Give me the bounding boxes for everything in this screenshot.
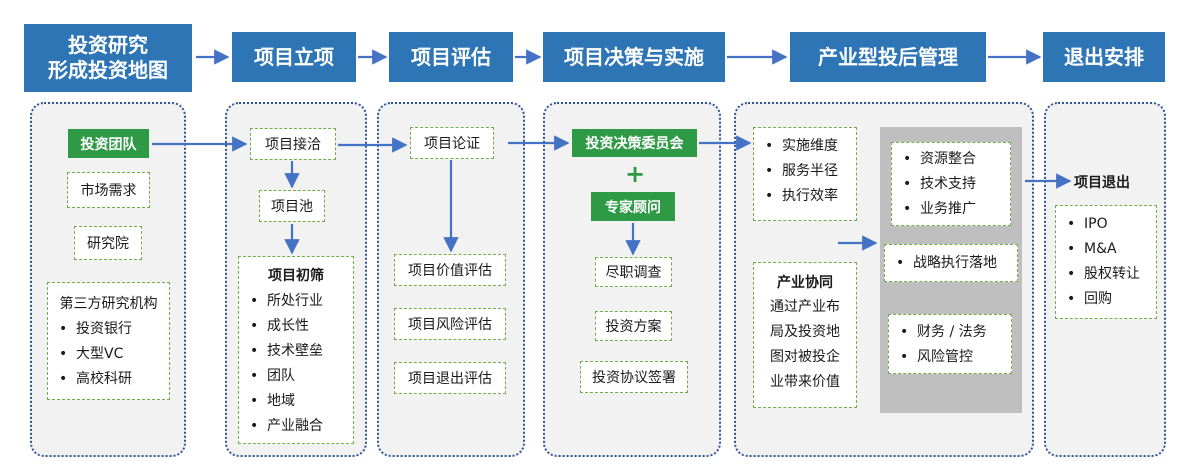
screening-item: 成长性 — [239, 314, 353, 339]
strategy-box: 战略执行落地 — [884, 244, 1018, 282]
implementation-dim-item: 执行效率 — [754, 184, 856, 209]
investment-team-box: 投资团队 — [68, 129, 149, 158]
research-institute-box: 研究院 — [74, 226, 142, 260]
finance-legal-box: 财务 / 法务 风险管控 — [888, 314, 1012, 374]
third-party-box: 第三方研究机构 投资银行 大型VC 高校科研 — [47, 282, 170, 400]
project-pool-box: 项目池 — [259, 190, 325, 222]
support-item: 业务推广 — [892, 197, 1010, 222]
third-party-item: 大型VC — [48, 342, 169, 367]
third-party-item: 高校科研 — [48, 367, 169, 392]
industry-synergy-title: 产业协同 — [777, 275, 833, 291]
industry-synergy-line: 通过产业布 — [770, 299, 840, 315]
screening-box: 项目初筛 所处行业 成长性 技术壁垒 团队 地域 产业融合 — [238, 256, 354, 444]
risk-assessment-box: 项目风险评估 — [394, 308, 506, 340]
plus-icon: + — [625, 160, 646, 188]
header-decision: 项目决策与实施 — [543, 32, 725, 82]
header-evaluation: 项目评估 — [389, 32, 513, 82]
project-exit-label: 项目退出 — [1074, 175, 1130, 191]
third-party-title: 第三方研究机构 — [59, 296, 158, 312]
screening-item: 团队 — [239, 364, 353, 389]
project-intake-box: 项目接洽 — [250, 128, 336, 160]
third-party-item: 投资银行 — [48, 317, 169, 342]
finance-item: 风险管控 — [889, 345, 1011, 370]
header-post-investment: 产业型投后管理 — [790, 32, 986, 82]
industry-synergy-line: 业带来价值 — [770, 374, 840, 390]
exit-option-item: M&A — [1056, 237, 1156, 262]
header-research-line1: 投资研究 — [68, 33, 148, 57]
industry-synergy-box: 产业协同 通过产业布 局及投资地 图对被投企 业带来价值 — [753, 262, 857, 408]
implementation-dims-box: 实施维度 服务半径 执行效率 — [753, 127, 857, 221]
expert-advisor-box: 专家顾问 — [591, 192, 675, 221]
screening-item: 所处行业 — [239, 289, 353, 314]
header-research: 投资研究形成投资地图 — [24, 24, 192, 92]
support-item: 技术支持 — [892, 172, 1010, 197]
investment-committee-box: 投资决策委员会 — [572, 129, 697, 157]
strategy-item: 战略执行落地 — [885, 251, 1017, 276]
exit-options-box: IPO M&A 股权转让 回购 — [1055, 205, 1157, 319]
investment-plan-box: 投资方案 — [595, 311, 672, 341]
due-diligence-box: 尽职调查 — [595, 257, 672, 287]
industry-synergy-line: 局及投资地 — [770, 324, 840, 340]
support-box: 资源整合 技术支持 业务推广 — [891, 142, 1011, 226]
header-exit: 退出安排 — [1043, 32, 1165, 82]
market-demand-box: 市场需求 — [67, 172, 150, 208]
screening-item: 产业融合 — [239, 414, 353, 439]
header-initiation: 项目立项 — [232, 32, 356, 82]
screening-title: 项目初筛 — [268, 268, 324, 284]
industry-synergy-line: 图对被投企 — [770, 349, 840, 365]
agreement-signing-box: 投资协议签署 — [580, 361, 688, 393]
exit-assessment-box: 项目退出评估 — [394, 362, 506, 394]
project-demonstration-box: 项目论证 — [410, 127, 494, 159]
screening-item: 地域 — [239, 389, 353, 414]
support-item: 资源整合 — [892, 147, 1010, 172]
implementation-dim-item: 实施维度 — [754, 134, 856, 159]
screening-item: 技术壁垒 — [239, 339, 353, 364]
finance-item: 财务 / 法务 — [889, 320, 1011, 345]
implementation-dim-item: 服务半径 — [754, 159, 856, 184]
header-research-line2: 形成投资地图 — [48, 58, 168, 82]
exit-option-item: IPO — [1056, 212, 1156, 237]
exit-option-item: 股权转让 — [1056, 262, 1156, 287]
value-assessment-box: 项目价值评估 — [394, 254, 506, 286]
exit-option-item: 回购 — [1056, 287, 1156, 312]
